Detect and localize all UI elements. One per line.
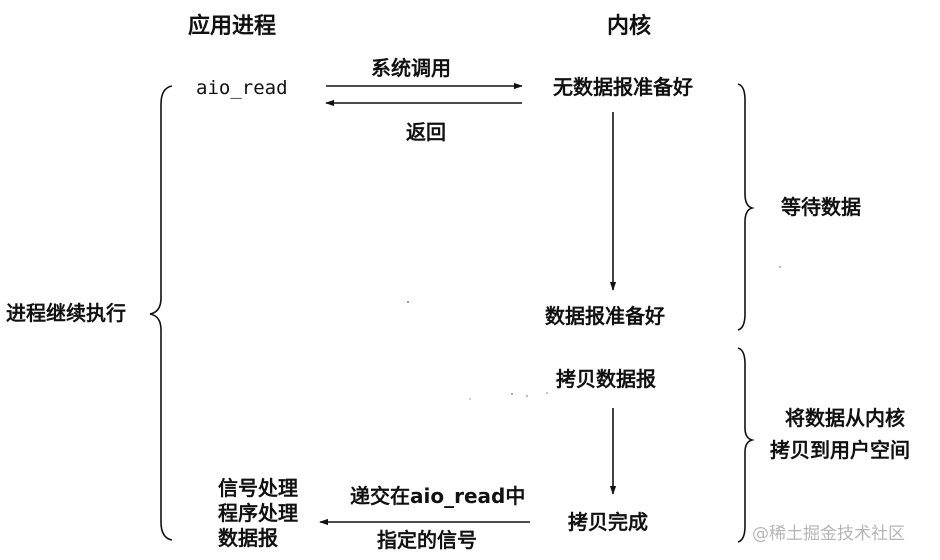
scan-speck [526, 395, 528, 397]
datagram-ready-label: 数据报准备好 [545, 304, 665, 328]
kernel-header: 内核 [607, 14, 652, 39]
signal-handler-line-2: 程序处理 [218, 501, 298, 525]
process-continue-brace [149, 85, 173, 541]
wait-data-phase-label: 等待数据 [781, 195, 861, 219]
aio-read-call-label: aio_read [196, 77, 288, 99]
signal-handler-line-3: 数据报 [218, 526, 278, 550]
scan-speck [546, 392, 548, 394]
scan-speck [779, 266, 781, 268]
process-continue-label: 进程继续执行 [6, 301, 126, 325]
scan-speck [511, 393, 513, 395]
copy-data-brace [737, 347, 755, 543]
watermark: @稀土掘金技术社区 [752, 526, 905, 543]
copy-datagram-label: 拷贝数据报 [556, 367, 656, 391]
signal-handler-line-1: 信号处理 [218, 476, 298, 500]
watermark-at: @ [752, 524, 769, 544]
app-process-header: 应用进程 [188, 14, 277, 39]
return-label: 返回 [406, 120, 446, 144]
scan-speck [469, 398, 471, 400]
wait-data-brace [737, 83, 755, 331]
scan-speck [407, 301, 409, 303]
copy-phase-line-1: 将数据从内核 [785, 406, 905, 430]
deliver-signal-line-1: 递交在aio_read中 [350, 484, 526, 508]
no-datagram-ready-label: 无数据报准备好 [553, 75, 693, 99]
watermark-text: 稀土掘金技术社区 [769, 524, 905, 544]
syscall-label: 系统调用 [371, 56, 451, 80]
copy-complete-label: 拷贝完成 [568, 510, 648, 534]
deliver-signal-line-2: 指定的信号 [377, 528, 477, 552]
copy-phase-line-2: 拷贝到用户空间 [770, 438, 910, 462]
